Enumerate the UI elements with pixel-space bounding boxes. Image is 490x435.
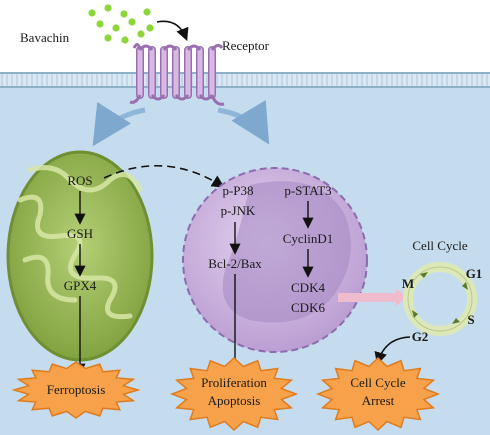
bavachin-dot — [128, 18, 136, 26]
ferroptosis-label: Ferroptosis — [47, 382, 106, 397]
cdk4-label: CDK4 — [291, 280, 325, 295]
gsh-label: GSH — [67, 226, 93, 241]
connector-arrowhead — [396, 289, 408, 306]
cell-icon — [182, 167, 368, 353]
receptor-label: Receptor — [222, 38, 270, 53]
bavachin-dot — [121, 36, 129, 44]
bavachin-dot — [137, 30, 145, 38]
phase-s-label: S — [467, 312, 474, 327]
arrest-label-line1: Cell Cycle — [350, 375, 405, 390]
bavachin-dot — [120, 10, 128, 18]
cell-cycle-ring — [403, 262, 477, 336]
cell-membrane — [0, 72, 490, 88]
bavachin-dot — [104, 34, 112, 42]
gpx4-label: GPX4 — [64, 278, 97, 293]
signal-arrow-right — [217, 99, 270, 145]
ferroptosis-burst — [11, 361, 141, 419]
signal-arrow-left — [92, 101, 146, 147]
proliferation-label: Proliferation — [201, 375, 267, 390]
phase-m-label: M — [402, 276, 414, 291]
apoptosis-burst — [169, 356, 299, 432]
bcl2-bax-label: Bcl-2/Bax — [208, 256, 262, 271]
bavachin-dot — [96, 20, 104, 28]
bavachin-molecules — [88, 4, 154, 44]
p-stat3-label: p-STAT3 — [284, 183, 331, 198]
apoptosis-label: Apoptosis — [208, 393, 261, 408]
bavachin-dot — [88, 9, 96, 17]
phase-g2-label: G2 — [412, 329, 429, 344]
cdk6-label: CDK6 — [291, 300, 325, 315]
cyclind1-label: CyclinD1 — [283, 231, 334, 246]
bavachin-dot — [112, 24, 120, 32]
bavachin-dot — [104, 4, 112, 12]
p-jnk-label: p-JNK — [221, 203, 256, 218]
phase-g1-label: G1 — [466, 266, 483, 281]
bavachin-dot — [146, 24, 154, 32]
arrest-burst — [315, 356, 441, 432]
ligand-binding-arrow — [156, 20, 189, 41]
receptor-icon — [129, 43, 225, 106]
ros-label: ROS — [67, 173, 92, 188]
cell-cycle-title: Cell Cycle — [412, 238, 467, 253]
cdk-to-cellcycle-connector — [338, 293, 396, 302]
arrest-label-line2: Arrest — [362, 393, 395, 408]
p-p38-label: p-P38 — [222, 183, 253, 198]
g2-to-arrest-arrow — [374, 336, 411, 366]
ros-to-cell-dashed-arrow — [103, 164, 225, 188]
bavachin-dot — [143, 8, 151, 16]
bavachin-label: Bavachin — [20, 30, 70, 45]
